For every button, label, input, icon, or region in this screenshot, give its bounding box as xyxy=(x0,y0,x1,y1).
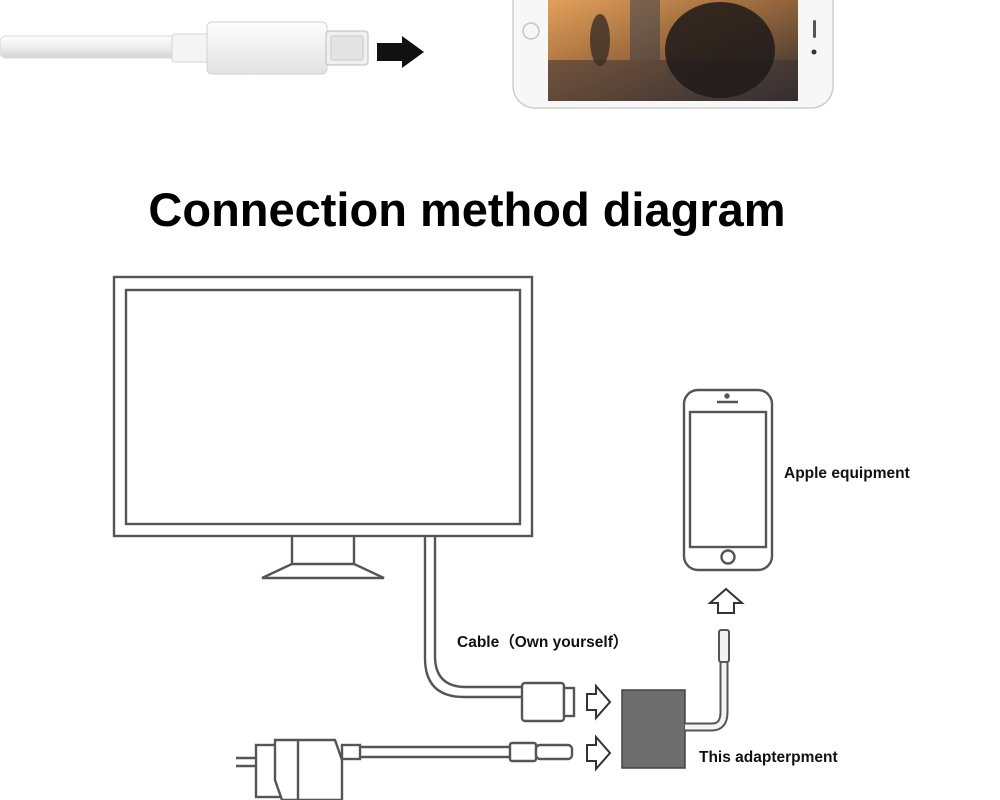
connection-diagram xyxy=(112,275,774,800)
arrow-right-icon xyxy=(377,36,424,68)
arrow-right-icon xyxy=(586,683,612,772)
product-photo-strip xyxy=(0,0,834,109)
label-cable: Cable（Own yourself） xyxy=(457,634,629,651)
page-title: Connection method diagram xyxy=(148,183,786,236)
adapter-box-icon xyxy=(621,629,730,769)
power-adapter-icon xyxy=(236,738,362,800)
arrow-up-outline-icon xyxy=(707,587,745,614)
lightning-plug-icon xyxy=(0,21,369,75)
iphone-photo-icon xyxy=(512,0,834,109)
monitor-icon xyxy=(112,275,534,580)
hdmi-plug-icon xyxy=(520,681,576,723)
iphone-outline-icon xyxy=(682,388,774,572)
lightning-plug-icon xyxy=(508,741,574,763)
power-cable-line xyxy=(360,745,512,759)
label-apple-equipment: Apple equipment xyxy=(784,465,910,482)
label-adapter: This adapterpment xyxy=(699,749,838,766)
cable-line xyxy=(423,537,524,699)
